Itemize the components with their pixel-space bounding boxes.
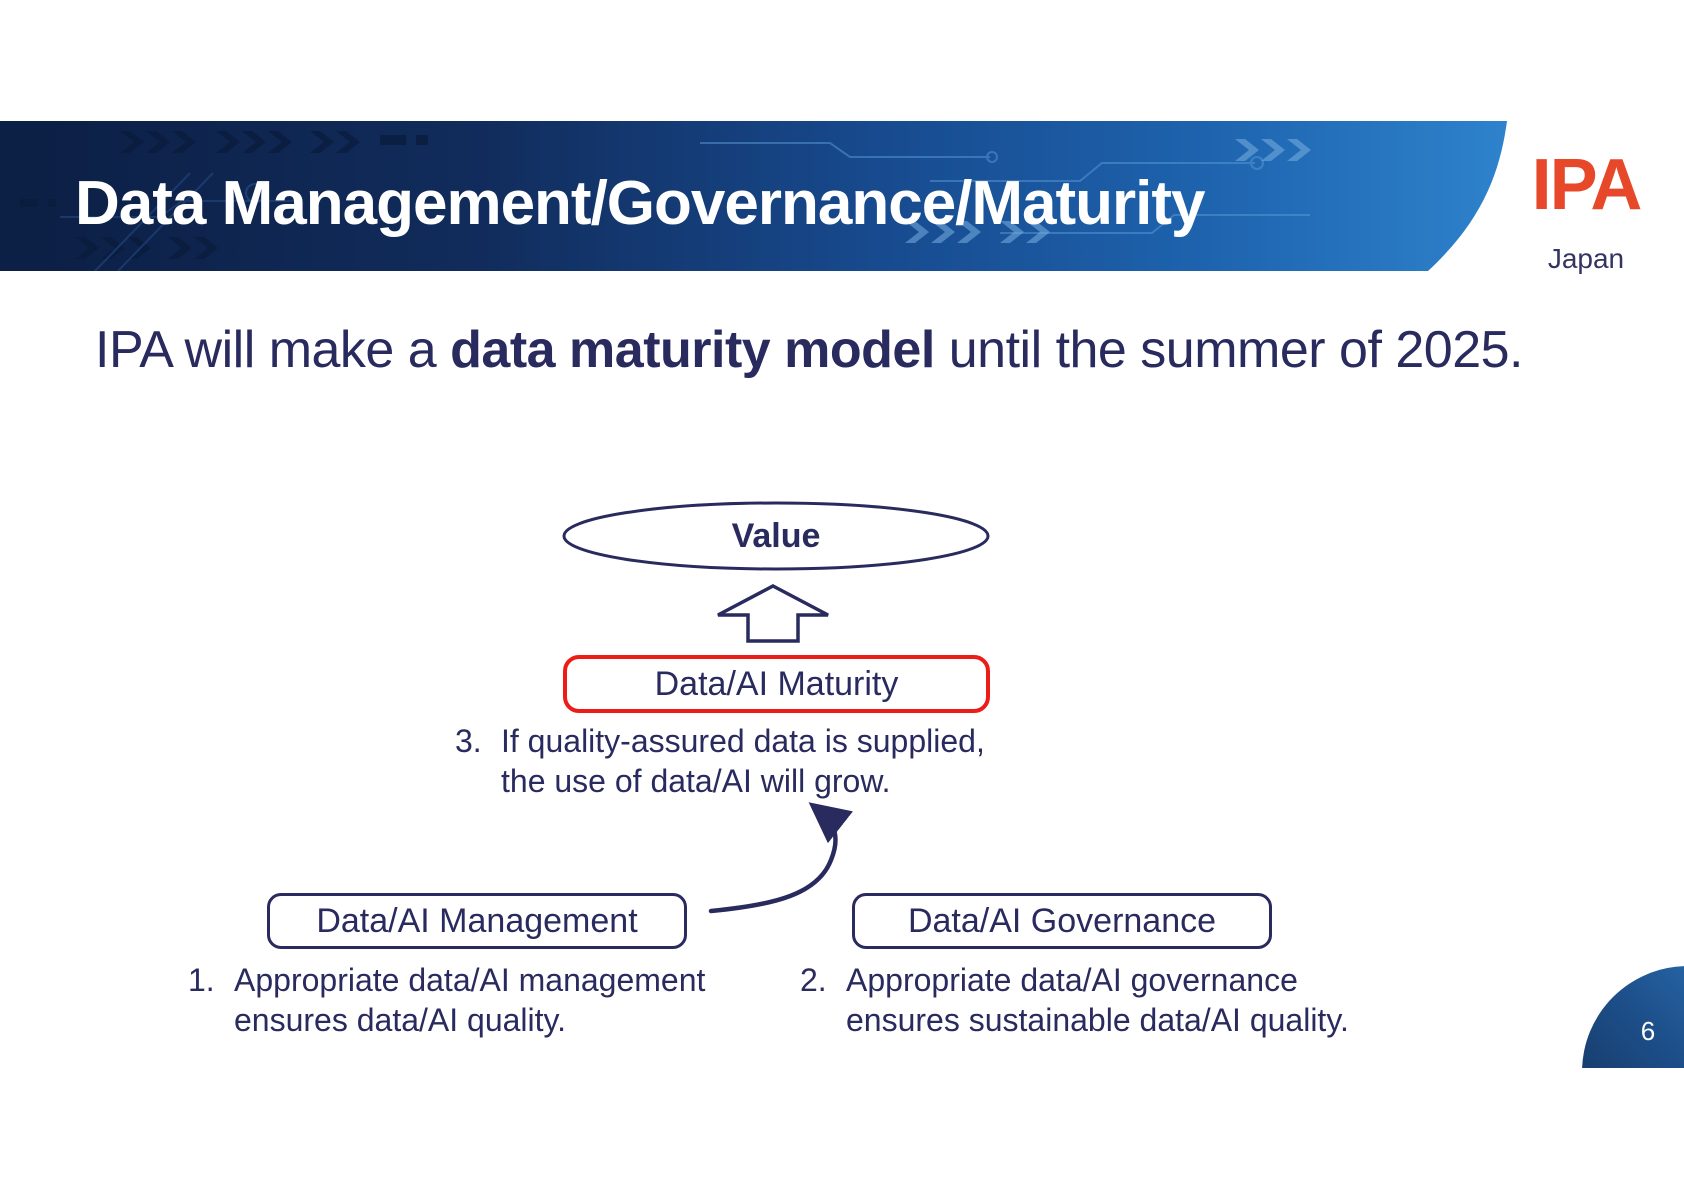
diagram: [562, 501, 990, 914]
management-box: Data/AI Management: [267, 893, 687, 949]
circuit-pattern-icon: [20, 131, 1311, 271]
slide: Data Management/Governance/Maturity IPA …: [0, 121, 1684, 1068]
lead-bold: data maturity model: [450, 321, 935, 379]
lead-pre: IPA will make a: [95, 321, 451, 379]
governance-box-label: Data/AI Governance: [907, 901, 1217, 940]
ipa-logo-text: IPA: [1531, 145, 1643, 225]
note-3-line1: If quality-assured data is supplied,: [501, 723, 985, 759]
lead-post: until the summer of 2025.: [934, 321, 1524, 379]
note-1-line1: Appropriate data/AI management: [234, 962, 706, 998]
up-arrow-icon: [717, 584, 829, 643]
note-3: 3. If quality-assured data is supplied, …: [455, 721, 985, 801]
page-number: 6: [1640, 1016, 1656, 1046]
note-2-line2: ensures sustainable data/AI quality.: [846, 1002, 1349, 1038]
ipa-logo-subtext: Japan: [1547, 243, 1625, 274]
maturity-box-label: Data/AI Maturity: [654, 664, 899, 703]
value-label: Value: [731, 517, 821, 555]
note-1-number: 1.: [188, 962, 215, 998]
ipa-logo: IPA Japan: [1516, 149, 1656, 275]
maturity-box: Data/AI Maturity: [563, 655, 990, 713]
governance-box: Data/AI Governance: [852, 893, 1272, 949]
note-1: 1. Appropriate data/AI management ensure…: [188, 960, 705, 1040]
note-2-line1: Appropriate data/AI governance: [846, 962, 1298, 998]
note-2: 2. Appropriate data/AI governance ensure…: [800, 960, 1349, 1040]
note-3-line2: the use of data/AI will grow.: [501, 763, 891, 799]
header-banner: Data Management/Governance/Maturity: [0, 121, 1515, 271]
value-ellipse: [562, 501, 990, 571]
lead-sentence: IPA will make a data maturity model unti…: [95, 320, 1523, 380]
banner-shape: [0, 121, 1507, 271]
note-1-line2: ensures data/AI quality.: [234, 1002, 567, 1038]
note-3-number: 3.: [455, 723, 482, 759]
curved-arrow-icon: [708, 802, 853, 914]
management-box-label: Data/AI Management: [316, 901, 638, 940]
note-2-number: 2.: [800, 962, 827, 998]
slide-title: Data Management/Governance/Maturity: [75, 168, 1206, 238]
